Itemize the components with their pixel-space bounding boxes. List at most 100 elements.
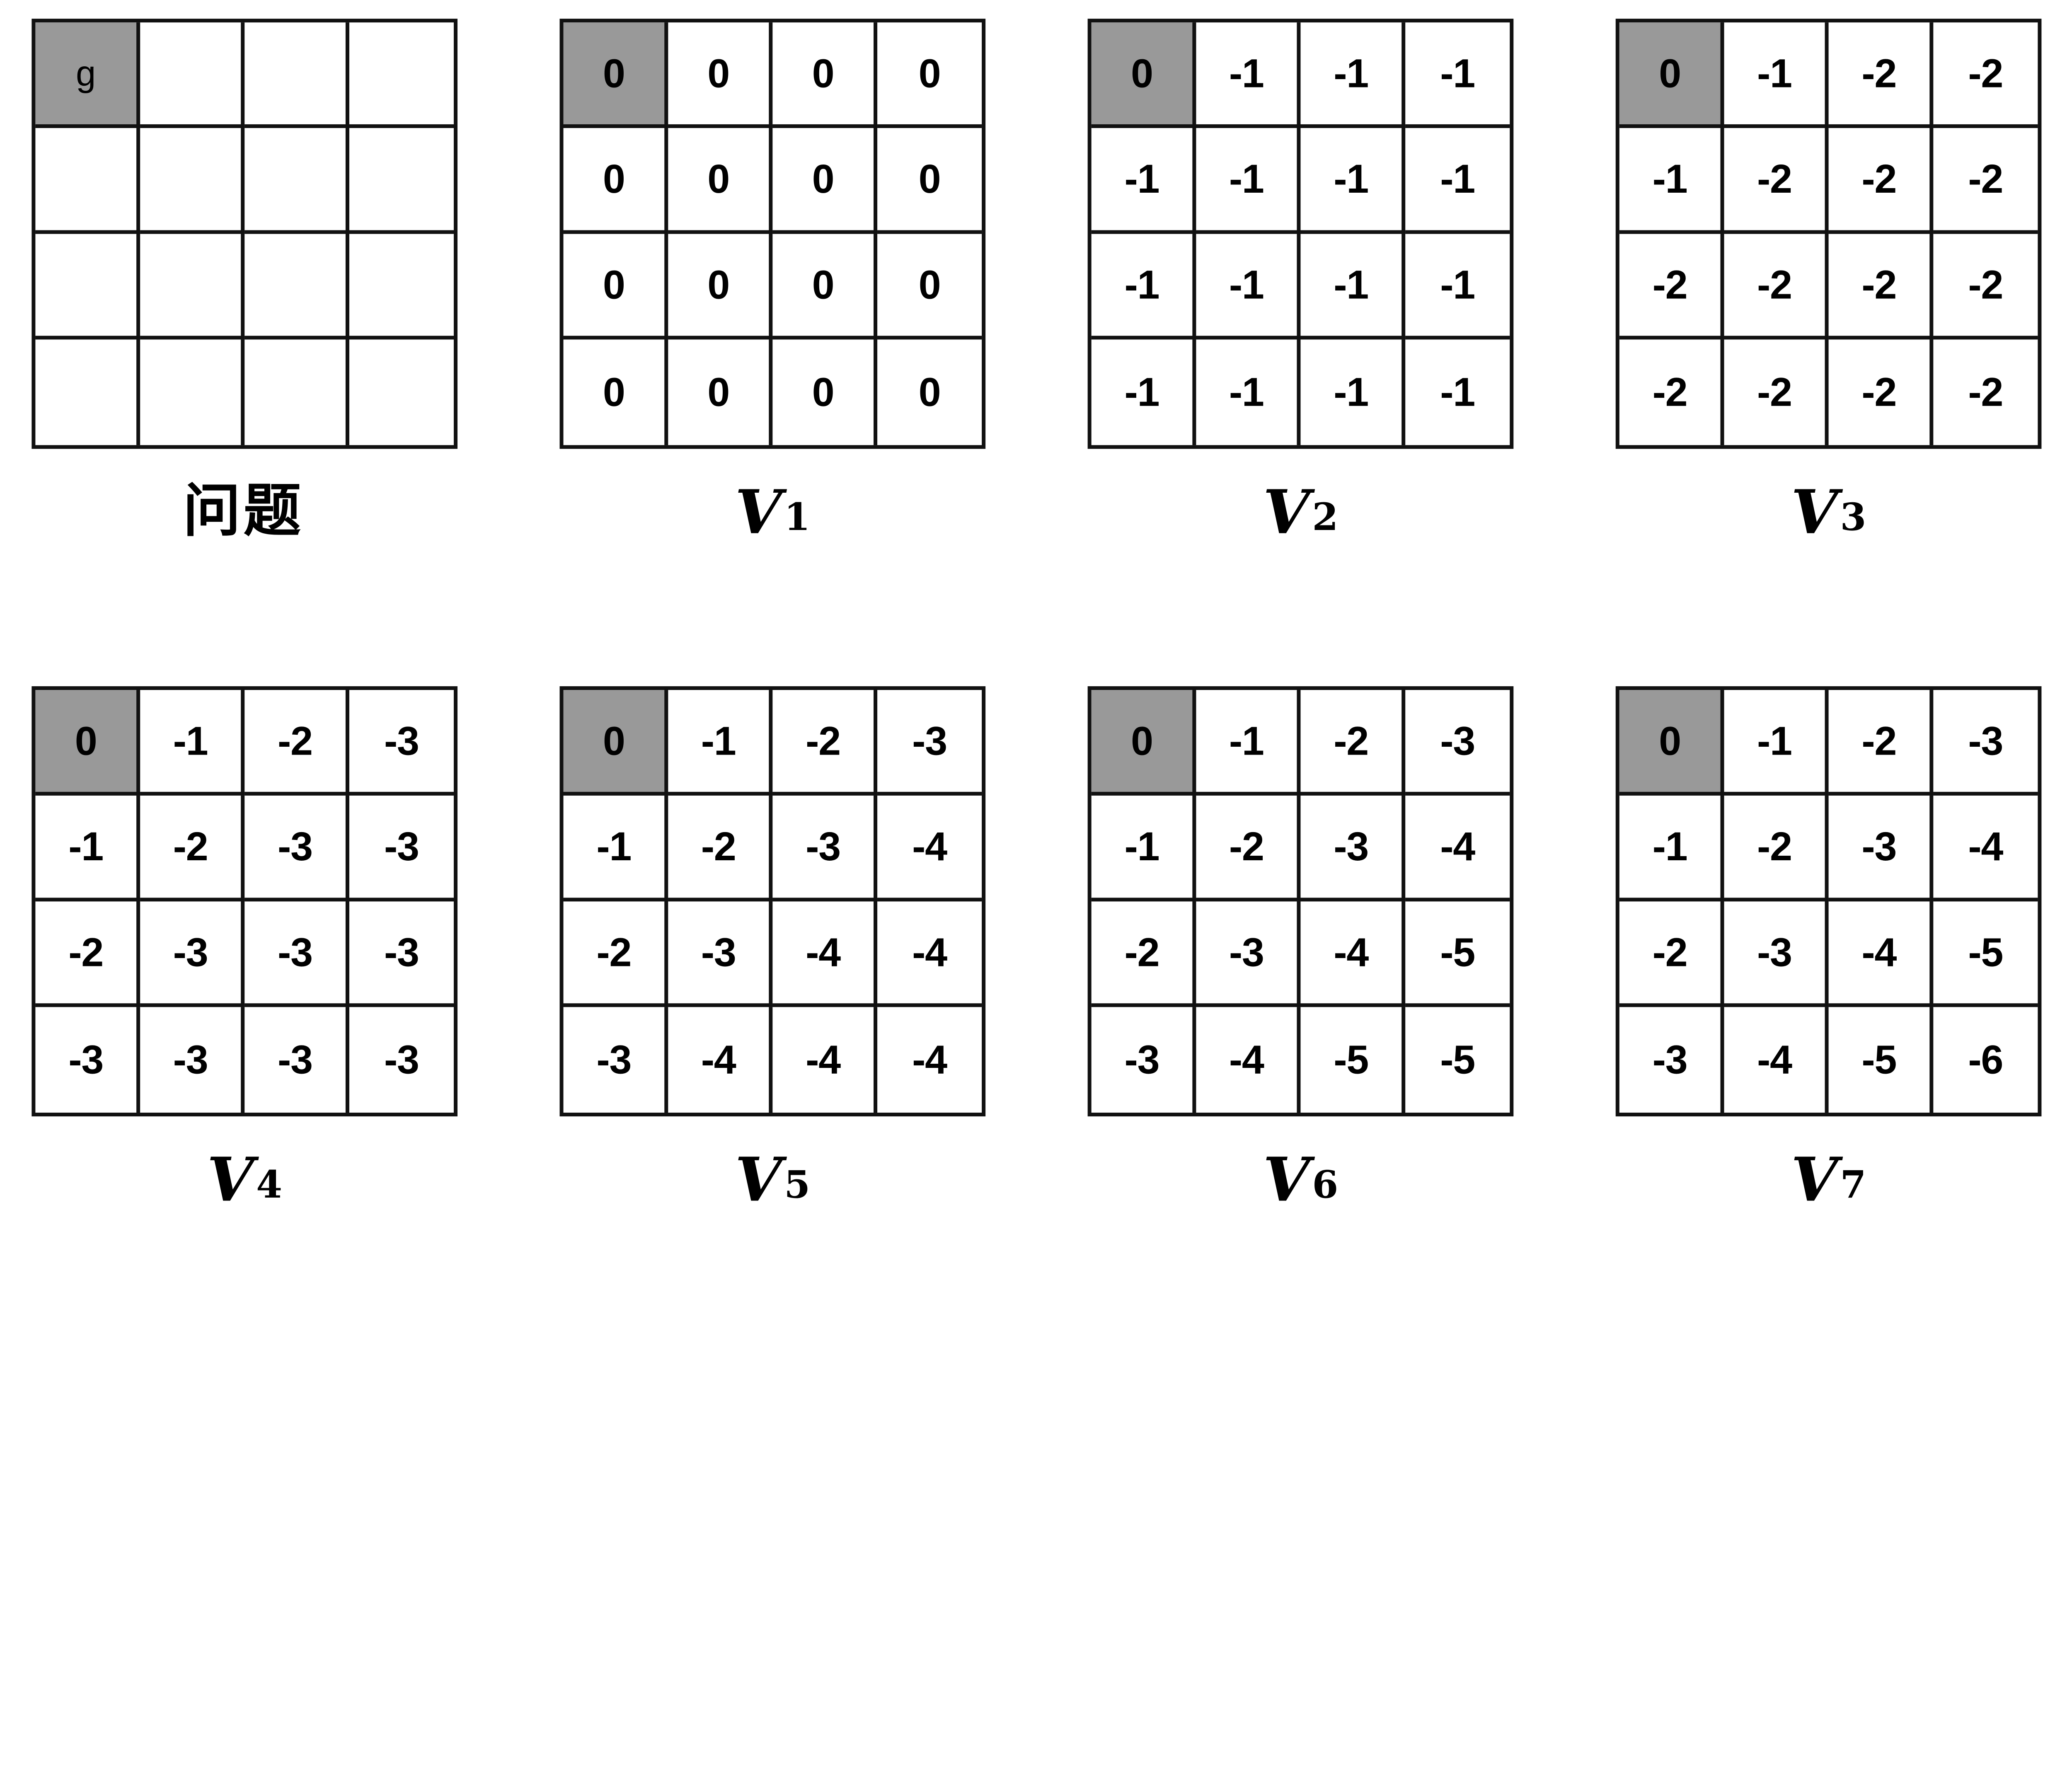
- panel-label-main: V: [1791, 476, 1838, 548]
- grid-cell: [244, 339, 349, 445]
- grid-cell: -1: [35, 796, 140, 902]
- grid-cell: -2: [35, 901, 140, 1007]
- grid-cell: -1: [1196, 690, 1301, 796]
- grid-cell: -1: [1300, 128, 1405, 234]
- grid-cell: [35, 128, 140, 234]
- grid-cell: -2: [1828, 22, 1933, 128]
- grid-cell: -1: [1300, 339, 1405, 445]
- grid-cell: 0: [563, 234, 668, 340]
- grid-cell: 0: [772, 22, 877, 128]
- grid-cell: -1: [1196, 128, 1301, 234]
- grid-cell: -1: [1405, 234, 1510, 340]
- grid-cell: -4: [877, 796, 982, 902]
- grid-cell: -2: [1933, 128, 2038, 234]
- grid-cell: [244, 234, 349, 340]
- grid-cell: -4: [1300, 901, 1405, 1007]
- grid-cell: [140, 22, 245, 128]
- grid-cell: -2: [1968, 369, 2003, 415]
- goal-cell: 0: [35, 690, 140, 796]
- grid-cell: -1: [1196, 234, 1301, 340]
- grid-cell: -3: [140, 901, 245, 1007]
- panel-label-main: V: [735, 1144, 782, 1215]
- grid-cell: -1: [563, 796, 668, 902]
- grid-cell: -3: [140, 1007, 245, 1113]
- panel-label-main: V: [207, 1144, 254, 1215]
- panel-label-subscript: 1: [784, 494, 811, 539]
- grid-cell: -2: [1300, 690, 1405, 796]
- value-grid: 0-1-2-3-1-2-3-3-2-3-3-3-3-3-3-3: [31, 686, 458, 1117]
- grid-cell: -2: [1619, 339, 1724, 445]
- grid-cell: -3: [1196, 901, 1301, 1007]
- panel-label-main: V: [1263, 476, 1310, 548]
- panel-label-subscript: 4: [256, 1162, 282, 1207]
- grid-cell: -1: [1092, 339, 1196, 445]
- goal-cell: 0: [1619, 22, 1724, 128]
- grid-cell: -2: [1724, 796, 1829, 902]
- grid-cell: 0: [668, 22, 773, 128]
- grid-cell: -4: [1405, 796, 1510, 902]
- value-grid: 0-1-2-2-1-2-2-2-2-2-2-2-2-2-2-2: [1615, 19, 2042, 449]
- grid-cell: -5: [1440, 1037, 1475, 1082]
- grid-cell: -4: [877, 901, 982, 1007]
- grid-cell: -3: [1092, 1007, 1196, 1113]
- grid-cell: 0: [877, 128, 982, 234]
- grid-cell: -3: [1619, 1007, 1724, 1113]
- grid-cell: -3: [244, 1007, 349, 1113]
- grid-cell: -5: [1405, 901, 1510, 1007]
- grid-cell: -1: [1619, 796, 1724, 902]
- goal-cell: 0: [563, 690, 668, 796]
- panel-label: 问题: [183, 480, 306, 556]
- grid-cell: -1: [668, 690, 773, 796]
- grid-cell: -2: [1724, 128, 1829, 234]
- grid-cell: -3: [877, 690, 982, 796]
- grid-cell: -2: [1196, 796, 1301, 902]
- panel-label-main: V: [1263, 1144, 1310, 1215]
- goal-cell: 0: [1091, 22, 1196, 128]
- grid-cell: -6: [1968, 1037, 2003, 1082]
- grid-cell: -4: [1933, 796, 2038, 902]
- grid-cell: -2: [772, 690, 877, 796]
- grid-cell: 0: [563, 128, 668, 234]
- grid-cell: [244, 128, 349, 234]
- grid-cell: -4: [1724, 1007, 1829, 1113]
- grid-cell: 0: [668, 234, 773, 340]
- value-grid: g: [31, 19, 458, 449]
- grid-cell: -1: [1091, 796, 1196, 902]
- grid-cell: -3: [35, 1007, 140, 1113]
- grid-cell: -2: [1619, 234, 1724, 340]
- grid-cell: -4: [1828, 901, 1933, 1007]
- grid-cell: [244, 22, 349, 128]
- grid-cell: 0: [877, 234, 982, 340]
- grid-cell: -3: [1828, 796, 1933, 902]
- grid-cell: -2: [140, 796, 245, 902]
- panel-label-subscript: 7: [1840, 1162, 1866, 1207]
- grid-cell: -1: [1440, 369, 1475, 415]
- grid-cell: -1: [1619, 128, 1724, 234]
- grid-cell: -2: [1828, 128, 1933, 234]
- panel-label-main: V: [1791, 1144, 1838, 1215]
- grid-cell: -3: [244, 901, 349, 1007]
- grid-cell: 0: [877, 22, 982, 128]
- grid-cell: -2: [1091, 901, 1196, 1007]
- grid-cell: -2: [1724, 234, 1829, 340]
- grid-cell: -3: [1724, 901, 1829, 1007]
- grid-cell: -3: [668, 901, 773, 1007]
- grid-cell: -4: [668, 1007, 773, 1113]
- panel-problem: g 问题: [31, 19, 458, 556]
- grid-cell: -3: [384, 1037, 419, 1082]
- grid-cell: -3: [772, 796, 877, 902]
- grid-cell: 0: [564, 339, 668, 445]
- grid-cell: 0: [668, 128, 773, 234]
- value-grid: 0-1-2-3-1-2-3-4-2-3-4-5-3-4-5-5: [1087, 686, 1514, 1117]
- grid-cell: 0: [772, 339, 877, 445]
- grid-cell: -3: [349, 796, 454, 902]
